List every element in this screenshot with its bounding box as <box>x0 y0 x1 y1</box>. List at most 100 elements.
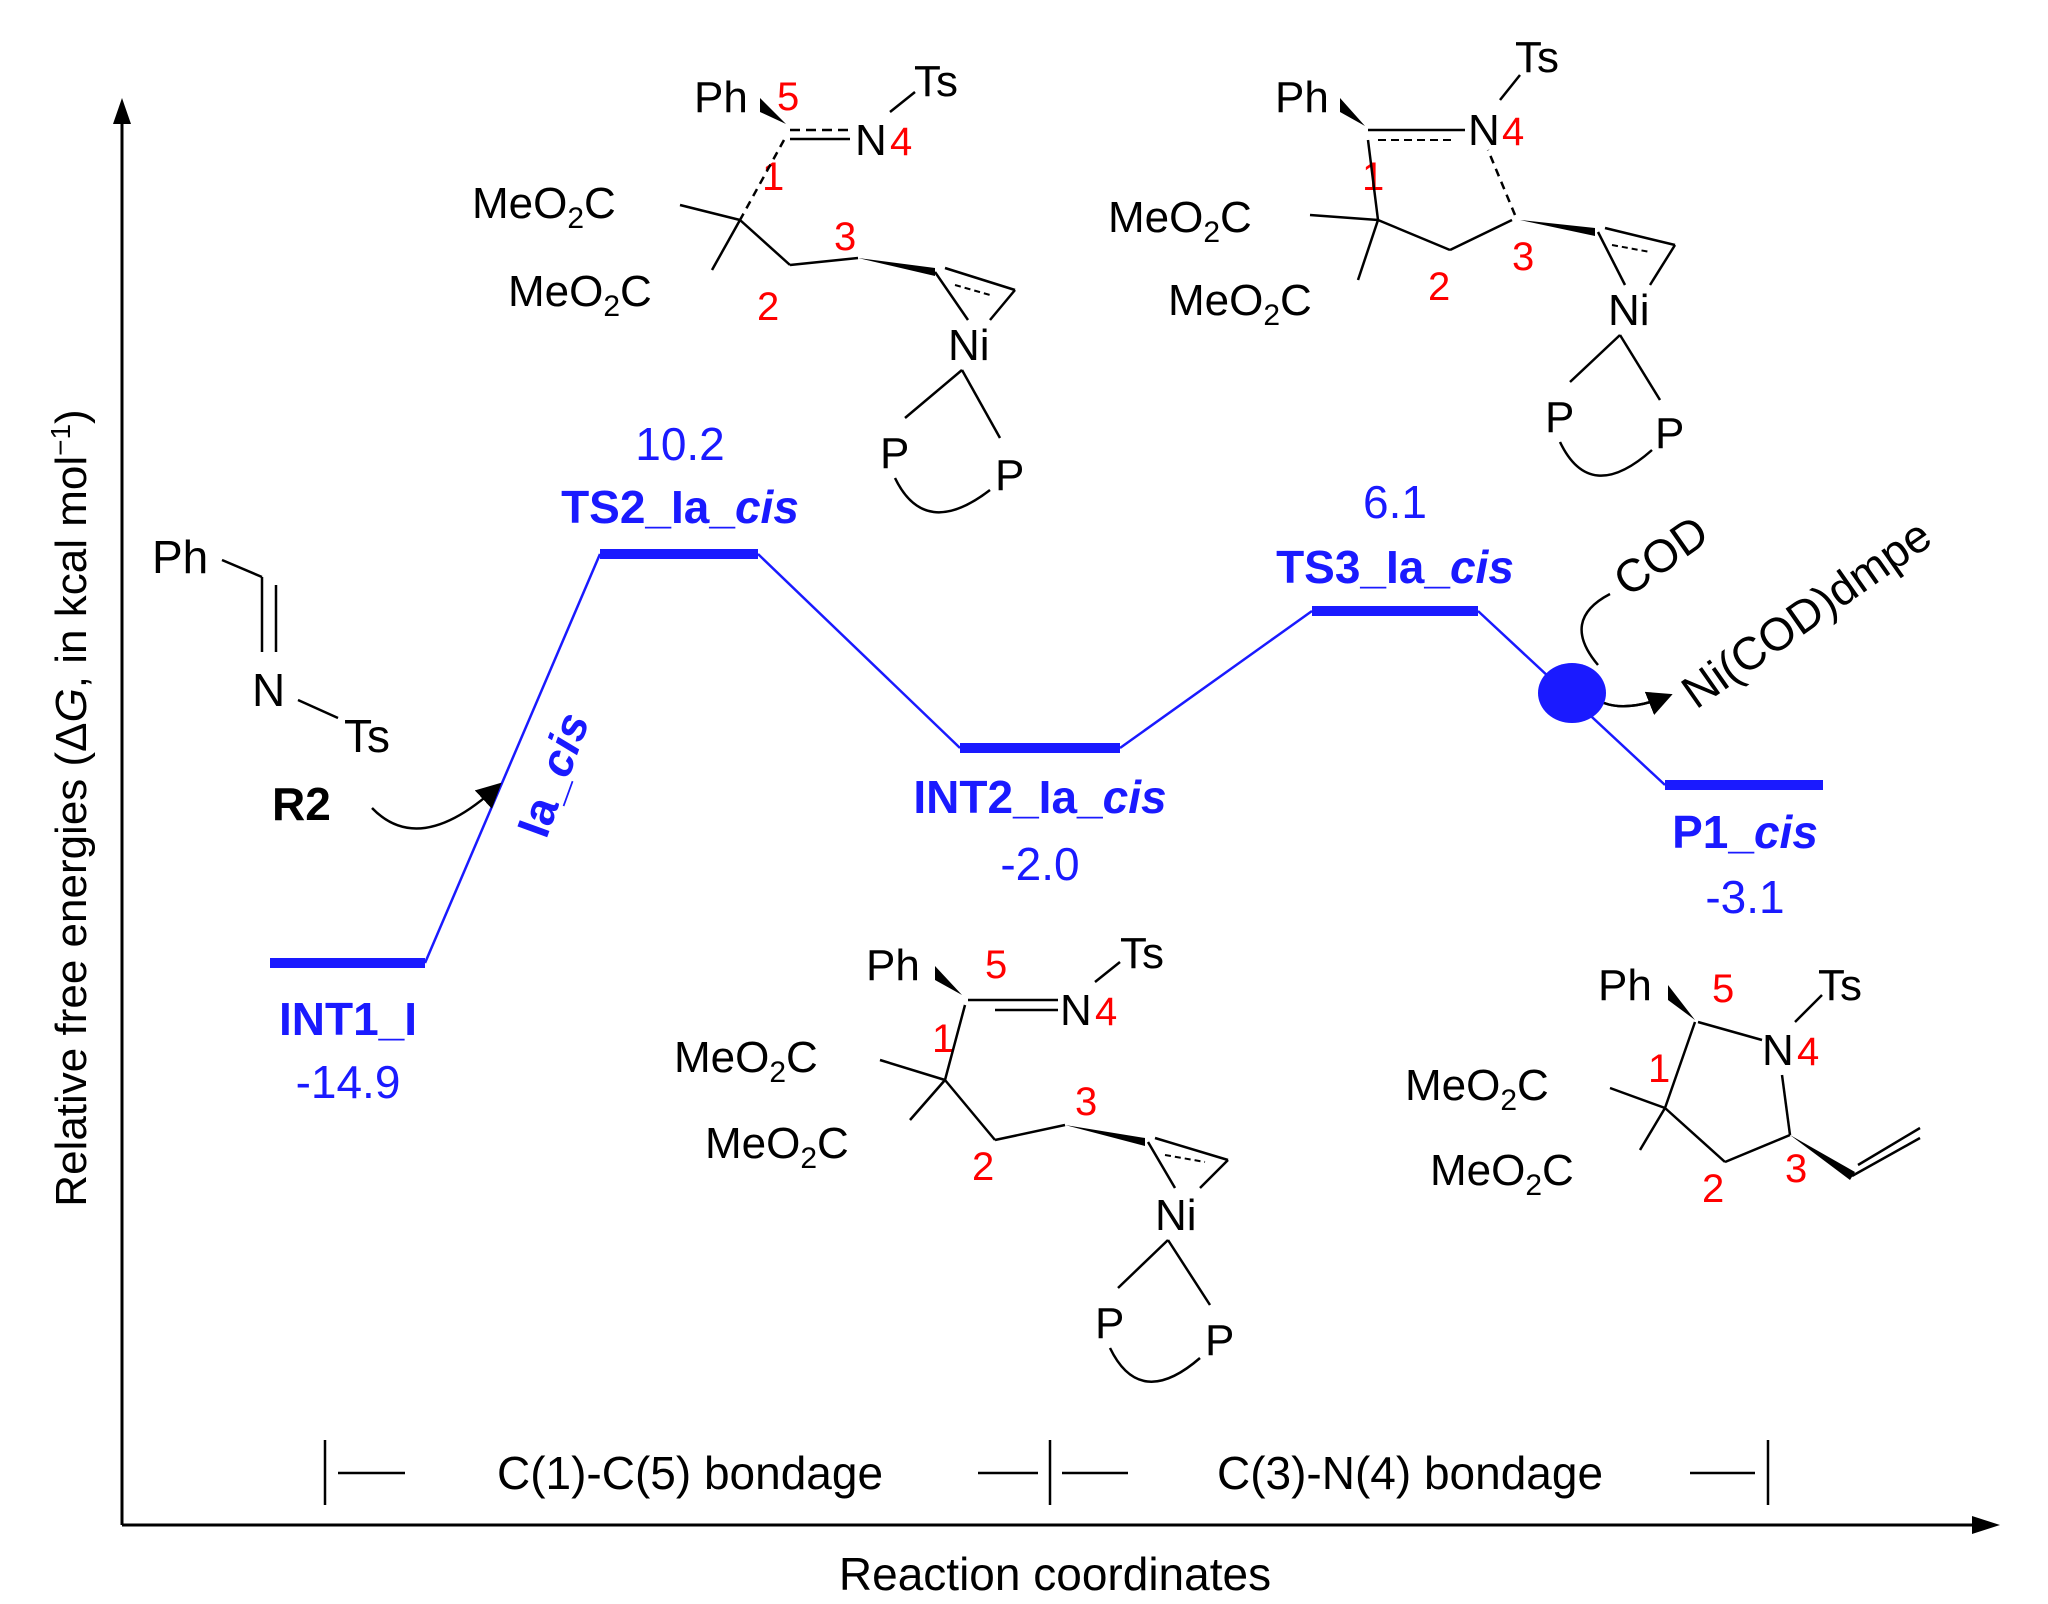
bond-c1-c2 <box>1664 1107 1726 1163</box>
release-cod: COD <box>1604 505 1718 606</box>
atom-number-5: 5 <box>985 943 1007 987</box>
state-label-ts2: TS2_Ia_cis <box>561 481 799 533</box>
atom-meo2c-2: MeO2C <box>1168 276 1312 332</box>
path-label: Ia_cis <box>507 706 600 844</box>
reagent-ts: Ts <box>344 710 390 762</box>
alkene-a <box>933 271 970 321</box>
atom-meo2c-2: MeO2C <box>508 267 652 323</box>
bond-c2-c3 <box>789 256 859 267</box>
bond-c1-co1 <box>1609 1086 1666 1110</box>
energy-profile <box>270 549 1823 968</box>
release-arrow-head <box>1603 691 1673 716</box>
atom-ph: Ph <box>1275 73 1329 122</box>
state-label-int1: INT1_I <box>279 993 417 1045</box>
atom-n: N <box>1060 986 1092 1035</box>
alkene-b <box>1604 226 1676 247</box>
bond-ni-p1 <box>1117 1239 1169 1289</box>
bond-c1-c5 <box>1663 1021 1697 1109</box>
alkene-c <box>989 289 1016 321</box>
bond-c1-co2 <box>710 219 742 271</box>
bond-c1-c2 <box>1377 218 1451 252</box>
state-label-int2: INT2_Ia_cis <box>913 771 1166 823</box>
bond-c2-c3 <box>1724 1133 1791 1164</box>
bond-n-ts <box>1094 961 1121 983</box>
reagent-arrow <box>371 782 502 830</box>
bond-c1-c5 <box>1366 139 1380 221</box>
vinyl-b <box>1857 1126 1921 1167</box>
atom-meo2c-1: MeO2C <box>1108 193 1252 249</box>
energy-int1: -14.9 <box>296 1056 401 1108</box>
bond-ph-ch <box>221 558 263 579</box>
energy-p1: -3.1 <box>1705 871 1784 923</box>
wedge-bond <box>935 966 962 995</box>
alkene-dash <box>1611 244 1651 253</box>
bond-c1-co1 <box>879 1058 946 1082</box>
alkene-c <box>1199 1159 1229 1189</box>
bond-c3-n-forming <box>1486 149 1517 216</box>
vinyl-a <box>1851 1136 1921 1178</box>
atom-ph: Ph <box>866 941 920 990</box>
cod-release: COD Ni(COD)dmpe <box>1580 505 1940 718</box>
state-label-ts3: TS3_Ia_cis <box>1276 541 1514 593</box>
atom-number-4: 4 <box>1095 990 1117 1034</box>
atom-ts: Ts <box>1120 929 1164 978</box>
bond-c1-c2 <box>739 219 791 266</box>
reagent-ph: Ph <box>152 531 208 583</box>
atom-ph: Ph <box>1598 961 1652 1010</box>
wedge-c3-alkene <box>1065 1125 1145 1146</box>
atom-ts: Ts <box>1515 33 1559 82</box>
y-axis-label: Relative free energies (ΔG, in kcal mol−… <box>45 409 96 1206</box>
state-label-p1: P1_cis <box>1672 806 1818 858</box>
wedge-c3-vinyl <box>1790 1135 1855 1180</box>
wedge-bond <box>1668 985 1695 1020</box>
structure-int2: Ph 5 N 4 Ts 1 MeO2C MeO2C 2 3 Ni P P <box>674 929 1234 1383</box>
atom-number-2: 2 <box>1428 265 1450 309</box>
atom-ni: Ni <box>1155 1191 1197 1240</box>
atom-number-1: 1 <box>1648 1047 1670 1091</box>
connector-ts2-int2 <box>757 553 961 749</box>
atom-number-3: 3 <box>1512 235 1534 279</box>
bond-ni-p1 <box>904 369 963 419</box>
atom-number-5: 5 <box>1712 967 1734 1011</box>
atom-p-1: P <box>1095 1299 1124 1348</box>
energy-ts3: 6.1 <box>1363 476 1427 528</box>
stage-brackets <box>323 1440 1770 1505</box>
diphosphine-arc <box>1558 441 1653 477</box>
stage-label-1: C(1)-C(5) bondage <box>497 1447 883 1499</box>
bond-ni-p1 <box>1569 334 1621 383</box>
alkene-a <box>1596 231 1627 286</box>
reagent-label: R2 <box>272 778 331 830</box>
bond-c5-n <box>1697 1020 1763 1042</box>
atom-number-2: 2 <box>757 285 779 329</box>
x-axis-label: Reaction coordinates <box>839 1548 1271 1600</box>
atom-ts: Ts <box>1818 961 1862 1010</box>
atom-ph: Ph <box>694 73 748 122</box>
diphosphine-arc <box>1108 1347 1201 1383</box>
atom-n: N <box>1762 1026 1794 1075</box>
reagent-r2-structure: Ph N Ts R2 <box>152 531 502 830</box>
atom-number-1: 1 <box>932 1017 954 1061</box>
bond-ni-p2 <box>960 369 1002 439</box>
stage-label-2: C(3)-N(4) bondage <box>1217 1447 1603 1499</box>
atom-p-1: P <box>880 429 909 478</box>
bond-c1-c5 <box>738 139 786 221</box>
bond-c1-c5 <box>943 1004 967 1081</box>
atom-number-5: 5 <box>777 75 799 119</box>
alkene-dash <box>1164 1154 1206 1163</box>
atom-p-2: P <box>1205 1316 1234 1365</box>
structure-p1: Ph 5 N 4 Ts 1 MeO2C MeO2C 2 3 <box>1405 961 1921 1211</box>
atom-number-4: 4 <box>1502 110 1524 154</box>
alkene-dash <box>954 284 991 296</box>
energy-ts2: 10.2 <box>635 418 725 470</box>
y-axis-arrowhead <box>113 98 131 124</box>
bond-c1-co2 <box>1356 219 1380 281</box>
bond-c2-c3 <box>1449 218 1513 252</box>
atom-meo2c-2: MeO2C <box>705 1119 849 1175</box>
bond-n-ts <box>297 698 339 720</box>
alkene-c <box>1648 244 1677 286</box>
alkene-a <box>1146 1141 1177 1189</box>
atom-number-4: 4 <box>890 120 912 164</box>
bond-c3-n <box>1780 1074 1792 1136</box>
alkene-b <box>1154 1136 1229 1162</box>
